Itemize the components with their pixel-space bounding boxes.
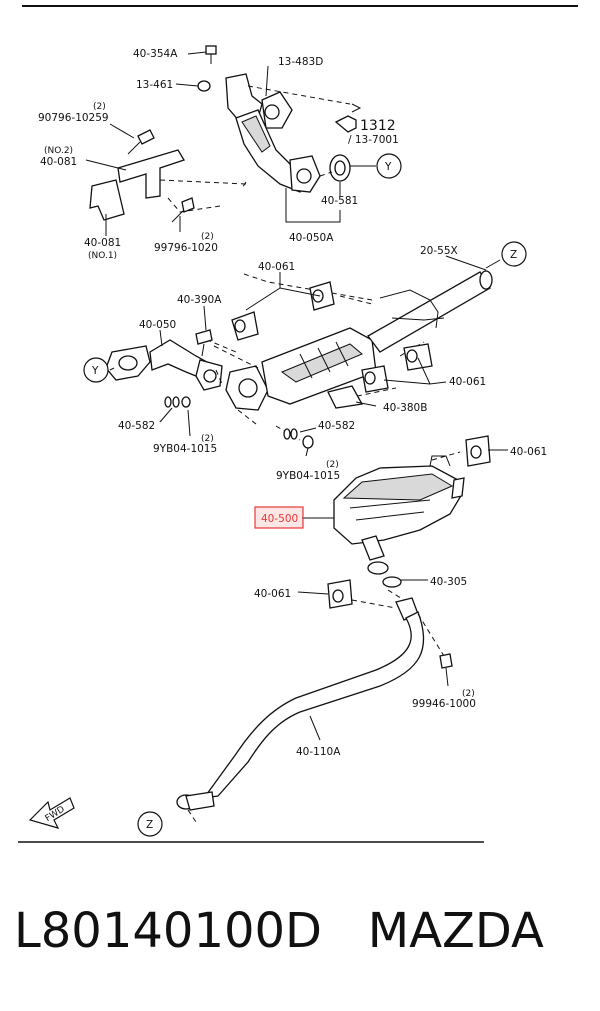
ref-circle-y-mid [83,357,109,383]
muffler-40-500 [333,455,465,575]
label-qty-2-e: (2) [462,689,475,699]
label-qty-2-c: (2) [201,434,214,444]
label-40-582-b: 40-582 [318,420,355,432]
ref-letter-y-mid: Y [91,365,99,377]
ref-circle-z-top [501,241,527,267]
label-1312: 1312 [360,118,396,134]
ref-letter-z-top: Z [510,249,517,261]
label-40-061-b: 40-061 [449,376,486,388]
reference-arrow-icon [351,103,362,113]
label-40-390A: 40-390A [177,294,222,306]
forward-arrow-icon [28,797,75,829]
label-9YB04-1015-a: 9YB04-1015 [153,443,217,455]
nut-99946 [439,653,453,669]
label-99796-1020: 99796-1020 [154,242,218,254]
label-40-081-a: 40-081 [40,156,77,168]
highlight-box [254,506,304,529]
label-40-050: 40-050 [139,319,176,331]
brand-name: MAZDA [367,903,544,959]
small-hardware-mid [164,329,364,449]
top-dashed-leaders [159,85,351,213]
mounting-rubbers-mid [231,281,433,393]
exhaust-system-diagram: 40-354A 13-483D 13-461 (2) 90796-10259 1… [18,5,578,843]
label-40-354A: 40-354A [133,48,178,60]
label-40-081-b: 40-081 [84,237,121,249]
tail-pipe-40-110A [176,597,425,811]
ref-letter-z-bottom: Z [146,819,153,831]
label-no2: (NO.2) [44,146,73,156]
label-40-305: 40-305 [430,576,467,588]
lower-dashed-leaders [187,451,461,823]
label-qty-2-b: (2) [201,232,214,242]
label-40-110A: 40-110A [296,746,341,758]
label-20-55X: 20-55X [420,245,458,257]
label-40-581: 40-581 [321,195,358,207]
label-9YB04-1015-b: 9YB04-1015 [276,470,340,482]
label-40-050A: 40-050A [289,232,334,244]
part-number: L80140100D [14,903,323,959]
label-40-061-c: 40-061 [510,446,547,458]
label-40-380B: 40-380B [383,402,427,414]
label-qty-2-a: (2) [93,102,106,112]
ref-circle-y-top [376,153,402,179]
label-no1: (NO.1) [88,251,117,261]
catalytic-converter-20-55X [225,270,493,411]
label-40-061-a: 40-061 [258,261,295,273]
label-99946-1000: 99946-1000 [412,698,476,710]
label-40-061-d: 40-061 [254,588,291,600]
gasket-40-305 [382,576,402,588]
label-13-483D: 13-483D [278,56,323,68]
label-13-461: 13-461 [136,79,173,91]
part-caption: L80140100D MAZDA [14,895,594,967]
rubbers-lower [327,435,491,609]
label-40-500: 40-500 [261,513,298,525]
leader-lines [85,51,508,741]
ref-circle-z-bottom [137,811,163,837]
ref-letter-y-top: Y [384,161,392,173]
label-90796-10259: 90796-10259 [38,112,109,124]
front-pipe-40-050 [105,339,223,391]
front-pipe-assembly-top [89,45,351,223]
label-40-582-a: 40-582 [118,420,155,432]
reference-pointer-icon [334,115,357,133]
label-13-7001: / 13-7001 [348,134,399,146]
label-qty-2-d: (2) [326,460,339,470]
